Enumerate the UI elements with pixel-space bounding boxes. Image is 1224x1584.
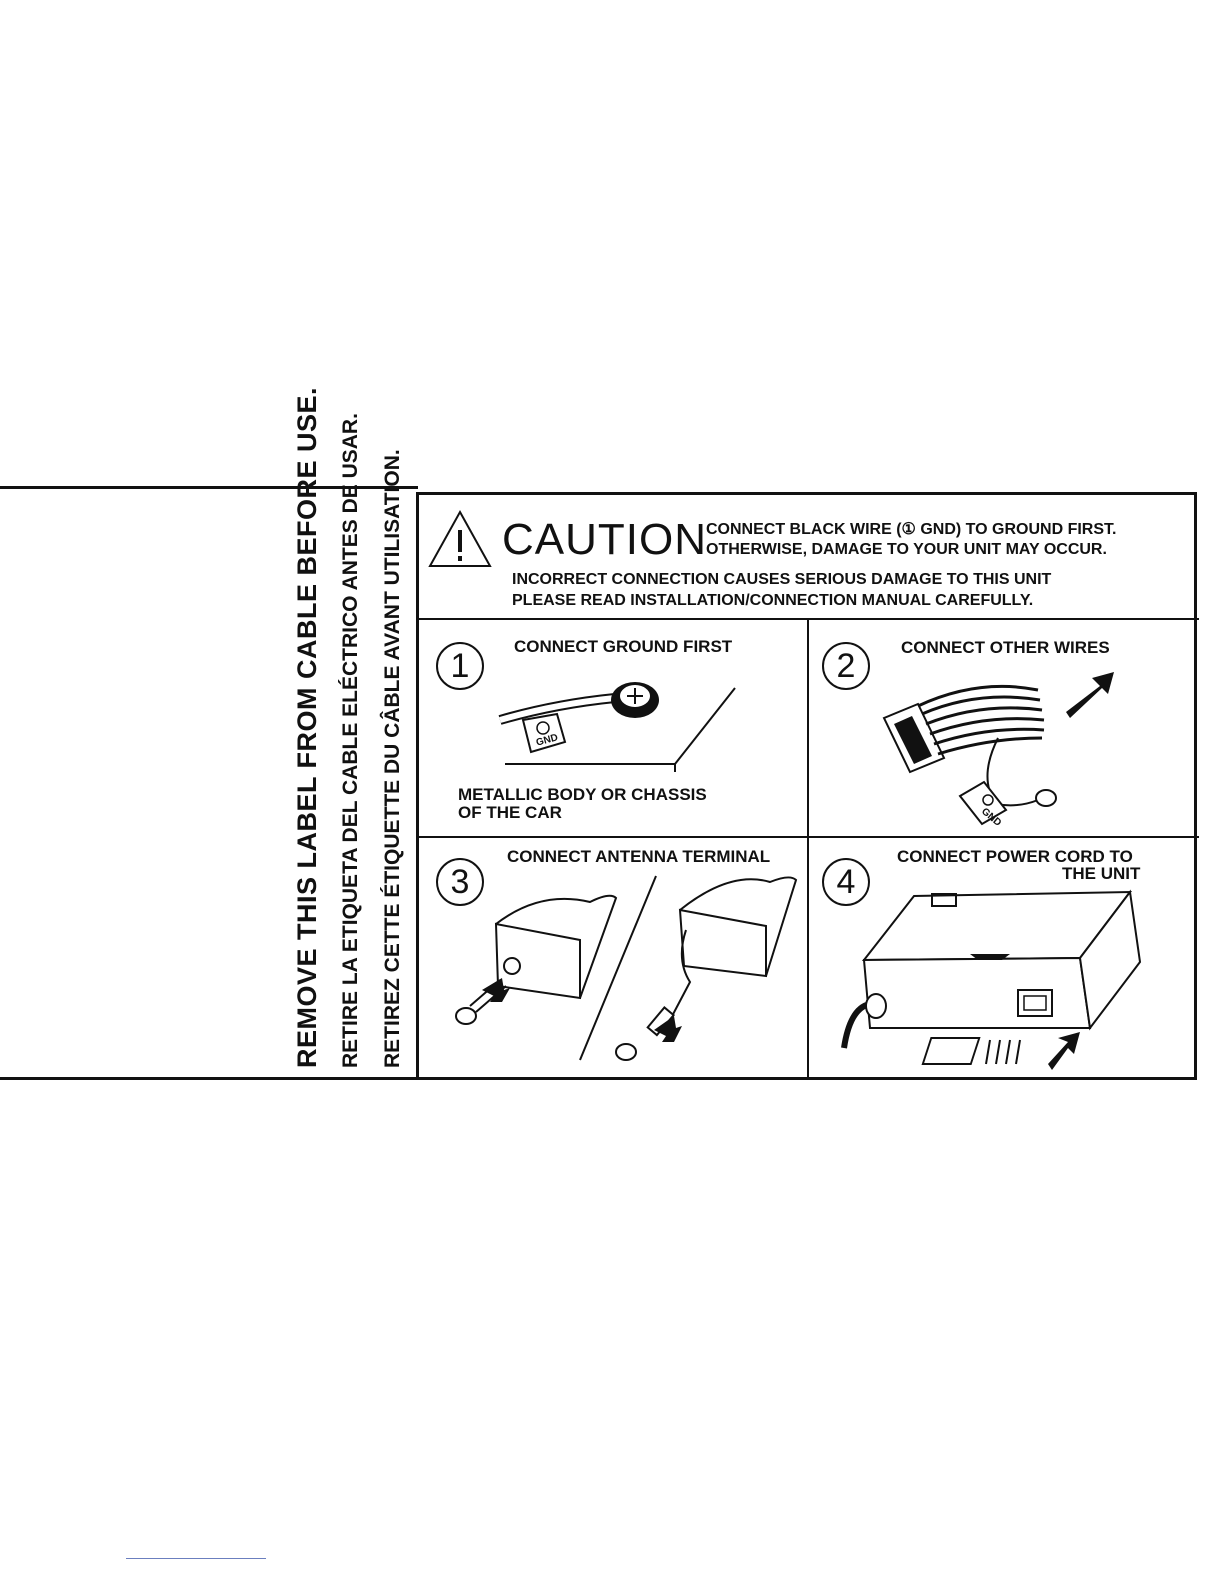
caution-line-2: OTHERWISE, DAMAGE TO YOUR UNIT MAY OCCUR… [706, 541, 1107, 558]
top-border-left [0, 486, 418, 489]
power-cord-unit-illustration [841, 889, 1142, 1070]
step-2-number: 2 [822, 642, 870, 690]
step-1-caption-line-2: OF THE CAR [458, 803, 562, 822]
step-4-title-line-2: THE UNIT [1062, 864, 1141, 883]
caution-line-1: CONNECT BLACK WIRE (① GND) TO GROUND FIR… [706, 521, 1117, 538]
remove-label-english: REMOVE THIS LABEL FROM CABLE BEFORE USE. [292, 386, 322, 1068]
footer-rule [126, 1558, 266, 1559]
ground-wire-illustration [498, 682, 736, 772]
step-3-number: 3 [436, 858, 484, 906]
remove-label-spanish: RETIRE LA ETIQUETA DEL CABLE ELÉCTRICO A… [339, 413, 362, 1068]
step-1-caption-line-1: METALLIC BODY OR CHASSIS [458, 785, 707, 804]
step-1-number: 1 [436, 642, 484, 690]
caution-line-3: INCORRECT CONNECTION CAUSES SERIOUS DAMA… [512, 571, 1052, 588]
step-4-number: 4 [822, 858, 870, 906]
warning-triangle-icon [428, 509, 492, 567]
step-2-title: CONNECT OTHER WIRES [901, 638, 1110, 657]
step-1-title: CONNECT GROUND FIRST [514, 637, 733, 656]
remove-label-french: RETIREZ CETTE ÉTIQUETTE DU CÂBLE AVANT U… [381, 449, 404, 1068]
step-4-title-line-1: CONNECT POWER CORD TO [897, 847, 1133, 866]
grid-horizontal-divider [416, 836, 1199, 838]
grid-vertical-divider [807, 618, 809, 1080]
wire-harness-illustration [882, 672, 1114, 826]
caution-title: CAUTION [502, 515, 707, 564]
antenna-terminal-illustration [455, 875, 798, 1061]
step-3-title: CONNECT ANTENNA TERMINAL [507, 847, 771, 866]
bottom-border-left [0, 1077, 418, 1080]
caution-line-4: PLEASE READ INSTALLATION/CONNECTION MANU… [512, 592, 1034, 609]
caution-label-box [416, 492, 1197, 1080]
